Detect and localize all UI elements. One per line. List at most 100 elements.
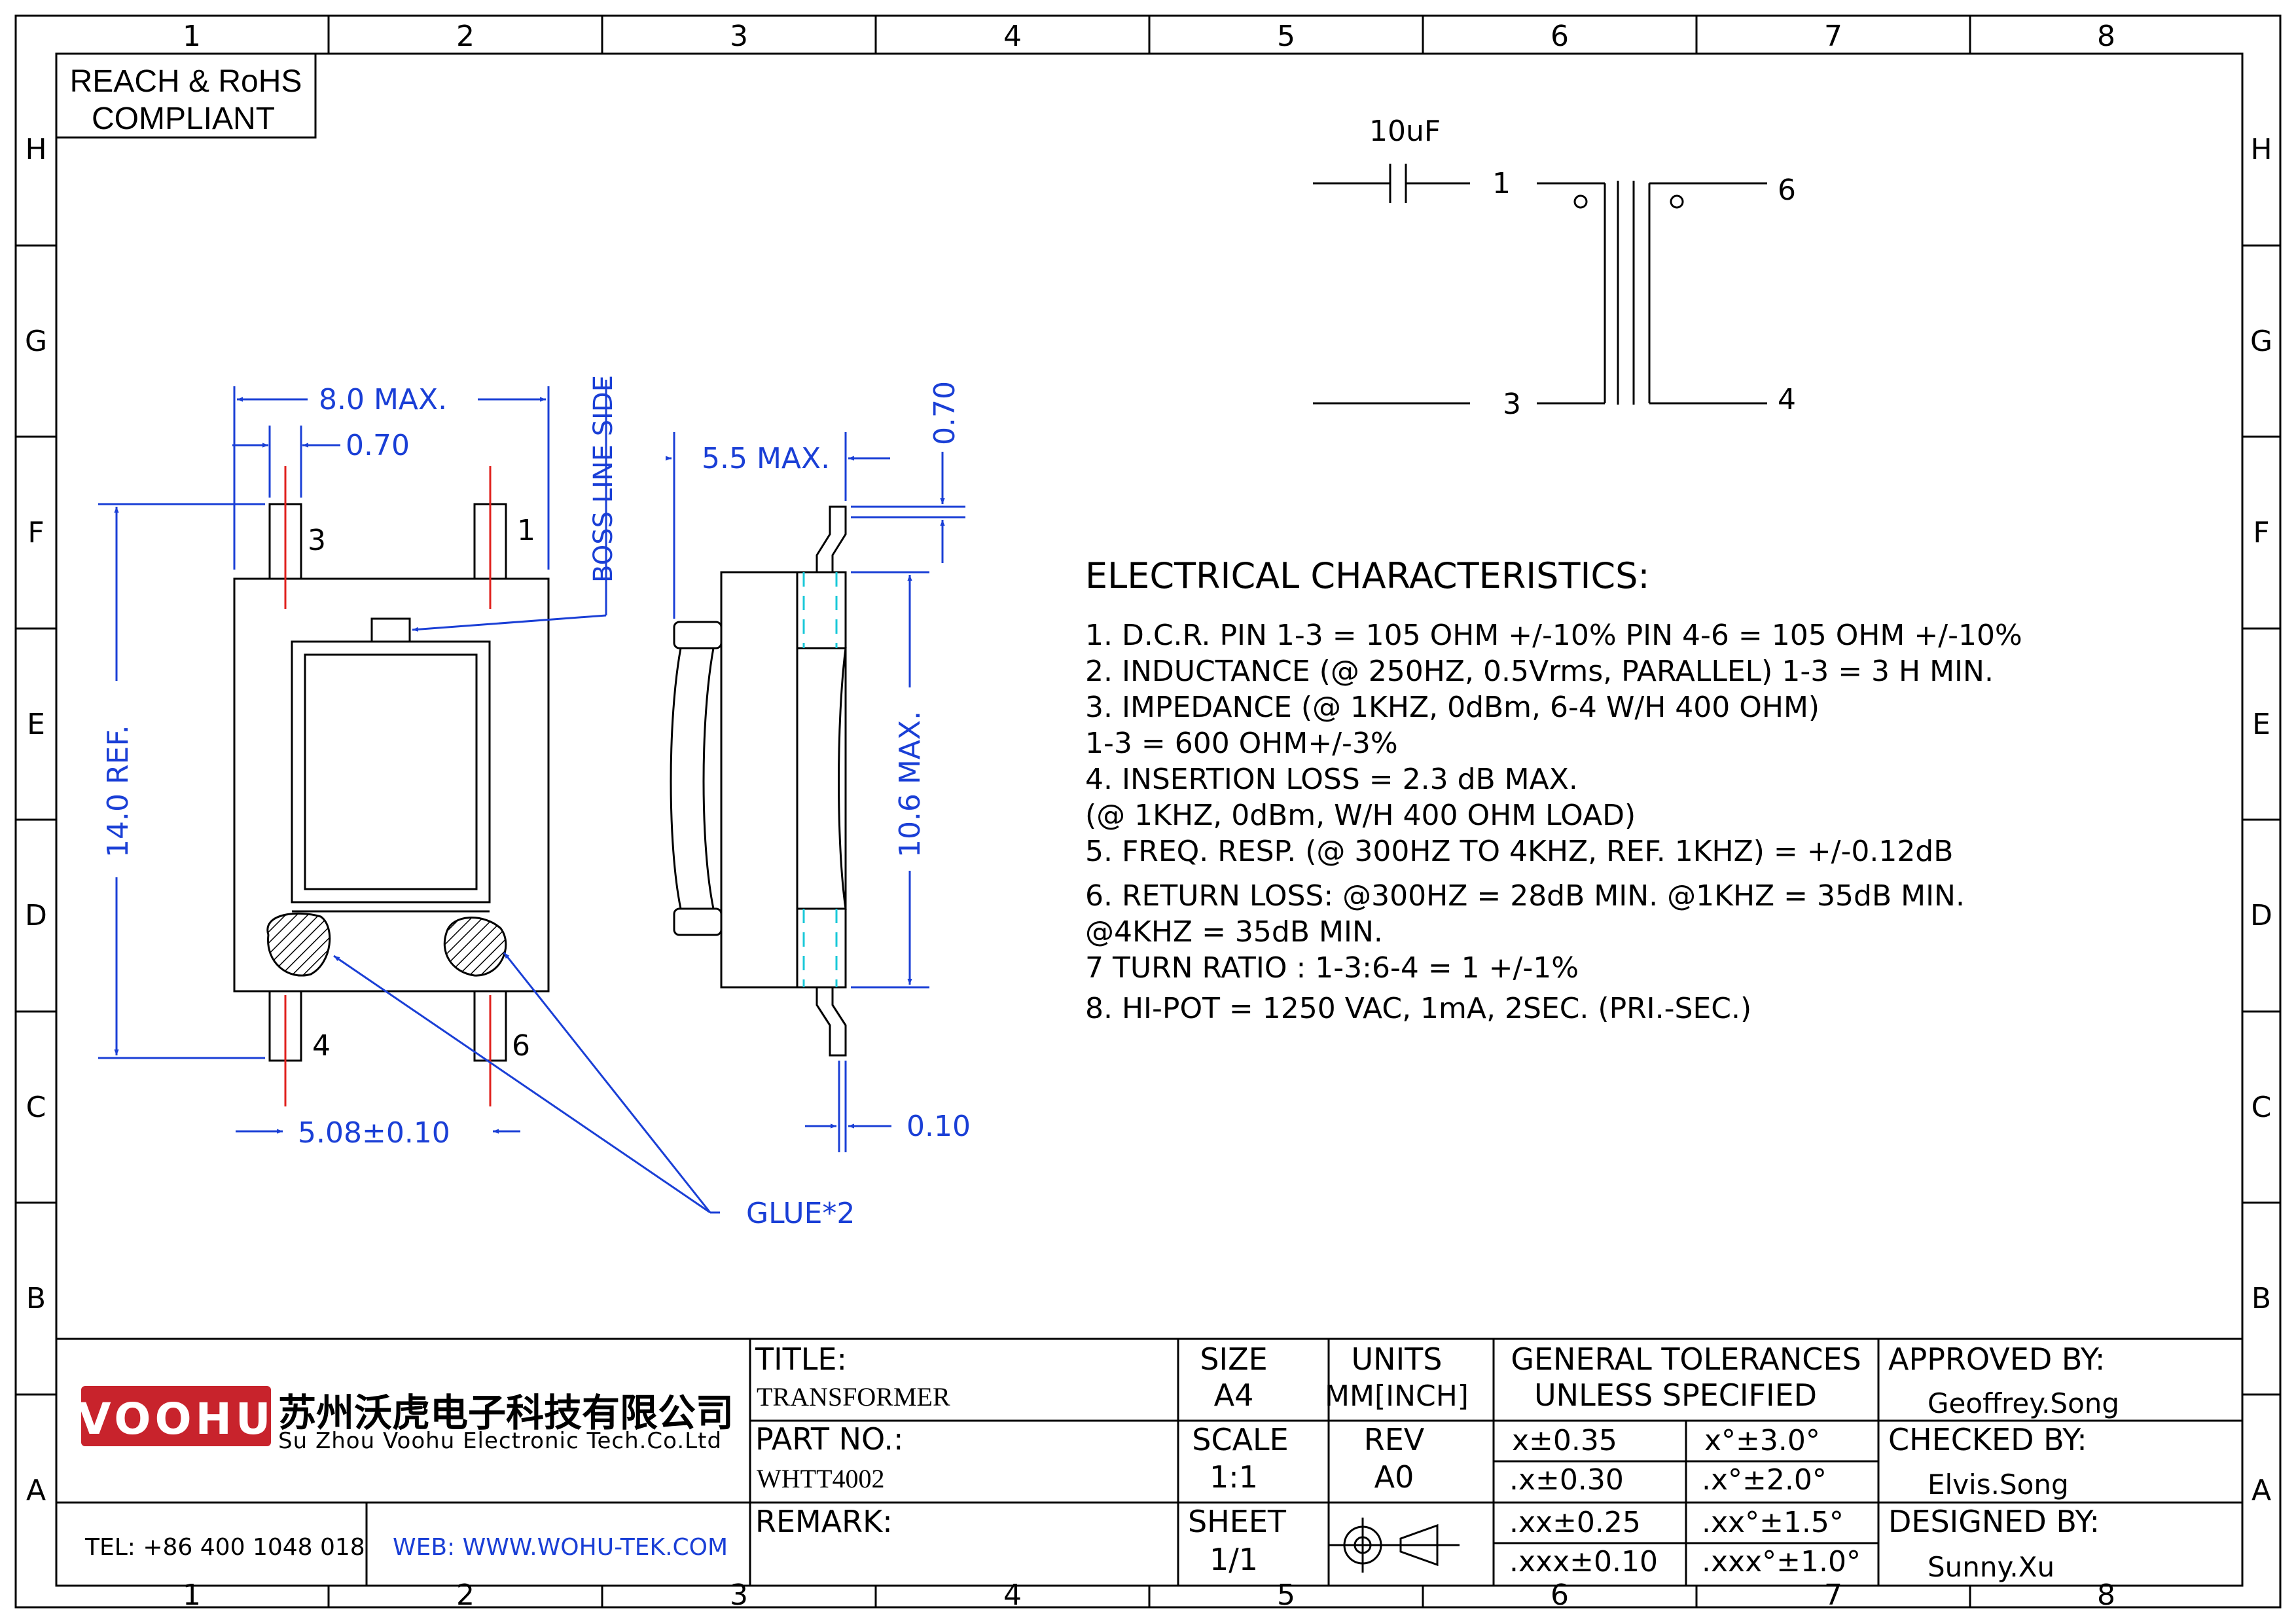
glue-dots	[266, 912, 507, 977]
schematic-pin-3: 3	[1503, 388, 1521, 421]
side-view-hidden-lines	[802, 572, 838, 987]
col-label-bottom-4: 4	[1003, 1578, 1022, 1612]
spec-line-2: 2. INDUCTANCE (@ 250HZ, 0.5Vrms, PARALLE…	[1085, 655, 1994, 688]
schematic-labels: 10uF 1 3 6 4	[1369, 115, 1796, 421]
projection-symbol	[1329, 1518, 1460, 1573]
tolerance-heading-2: UNLESS SPECIFIED	[1534, 1377, 1817, 1413]
glue-label: GLUE*2	[746, 1197, 855, 1230]
side-view	[670, 505, 847, 1057]
height-dim-label: 14.0 REF.	[101, 725, 135, 858]
side-height-dim-label: 10.6 MAX.	[893, 711, 927, 858]
company-name-en: Su Zhou Voohu Electronic Tech.Co.Ltd	[278, 1428, 722, 1454]
width-dim-label: 8.0 MAX.	[319, 383, 447, 416]
checked-by-value: Elvis.Song	[1928, 1468, 2069, 1501]
website: WEB: WWW.WOHU-TEK.COM	[393, 1534, 728, 1561]
units-label: UNITS	[1352, 1341, 1443, 1377]
capacitor-label: 10uF	[1369, 115, 1441, 148]
title-block	[56, 1338, 2242, 1586]
tol-linear-1: .x±0.30	[1509, 1463, 1624, 1497]
tolerance-heading-1: GENERAL TOLERANCES	[1511, 1341, 1861, 1377]
front-pin-4: 4	[312, 1029, 331, 1063]
telephone: TEL: +86 400 1048 018	[84, 1534, 365, 1561]
spec-line-7: 5. FREQ. RESP. (@ 300HZ TO 4KHZ, REF. 1K…	[1085, 835, 1953, 868]
col-label-top-5: 5	[1277, 20, 1295, 53]
spec-line-10: 7 TURN RATIO : 1-3:6-4 = 1 +/-1%	[1085, 951, 1579, 985]
part-no-label: PART NO.:	[755, 1421, 903, 1457]
checked-by-label: CHECKED BY:	[1888, 1422, 2087, 1457]
compliance-line-2: COMPLIANT	[92, 101, 275, 136]
col-label-top-7: 7	[1824, 20, 1842, 53]
approved-by-label: APPROVED BY:	[1888, 1341, 2105, 1377]
boss-line-side-label: BOSS LINE SIDE	[588, 375, 619, 583]
side-width-dim-label: 5.5 MAX.	[702, 442, 830, 475]
scale-label: SCALE	[1192, 1422, 1288, 1457]
schematic-pin-1: 1	[1492, 167, 1511, 200]
side-view-dimensions	[666, 432, 965, 1152]
col-label-bottom-7: 7	[1824, 1578, 1842, 1612]
spec-line-11: 8. HI-POT = 1250 VAC, 1mA, 2SEC. (PRI.-S…	[1085, 992, 1751, 1025]
tol-angular-2: .xx°±1.5°	[1702, 1506, 1844, 1539]
company-logo: VOOHU	[78, 1386, 275, 1446]
logo-text: VOOHU	[78, 1394, 275, 1444]
tol-angular-0: x°±3.0°	[1704, 1424, 1820, 1457]
glue-dot-left	[266, 912, 331, 977]
col-label-bottom-8: 8	[2097, 1578, 2115, 1612]
approved-by-value: Geoffrey.Song	[1928, 1387, 2119, 1419]
row-label-left-G: G	[25, 325, 47, 358]
front-view-labels: 8.0 MAX. 0.70 14.0 REF. 5.08±0.10 BOSS L…	[101, 375, 855, 1230]
row-label-right-D: D	[2250, 899, 2272, 932]
spec-line-6: (@ 1KHZ, 0dBm, W/H 400 OHM LOAD)	[1085, 799, 1636, 832]
schematic-pin-6: 6	[1778, 173, 1796, 207]
size-label: SIZE	[1200, 1341, 1267, 1377]
pin-width-dim-label: 0.70	[346, 429, 410, 462]
tol-linear-3: .xxx±0.10	[1509, 1545, 1658, 1578]
front-view	[233, 503, 550, 1062]
size-value: A4	[1214, 1377, 1254, 1413]
sheet-value: 1/1	[1210, 1542, 1258, 1577]
zone-labels: 1 2 3 4 5 6 7 8 1 2 3 4 5 6 7 8 H G F E …	[25, 20, 2272, 1612]
row-label-left-H: H	[25, 133, 46, 166]
lead-thickness-dim-label: 0.70	[928, 381, 961, 445]
col-label-top-1: 1	[183, 20, 201, 53]
col-label-top-8: 8	[2097, 20, 2115, 53]
col-label-top-6: 6	[1551, 20, 1569, 53]
row-label-left-F: F	[27, 516, 44, 549]
rev-label: REV	[1364, 1422, 1425, 1457]
row-label-right-B: B	[2251, 1282, 2271, 1315]
designed-by-value: Sunny.Xu	[1928, 1551, 2054, 1583]
col-label-bottom-2: 2	[456, 1578, 475, 1612]
row-label-right-G: G	[2250, 325, 2272, 358]
spec-line-1: 1. D.C.R. PIN 1-3 = 105 OHM +/-10% PIN 4…	[1085, 619, 2022, 652]
units-value: MM[INCH]	[1325, 1379, 1469, 1413]
col-label-top-4: 4	[1003, 20, 1022, 53]
row-label-left-B: B	[26, 1282, 46, 1315]
rev-value: A0	[1374, 1459, 1414, 1495]
front-view-dimensions	[98, 380, 720, 1214]
company-name-cn: 苏州沃虎电子科技有限公司	[278, 1391, 734, 1435]
front-pin-1: 1	[517, 514, 535, 547]
tol-linear-0: x±0.35	[1512, 1424, 1617, 1457]
transformer-schematic	[1313, 164, 1767, 405]
electrical-characteristics: ELECTRICAL CHARACTERISTICS: 1. D.C.R. PI…	[1085, 555, 2022, 1025]
side-view-labels: 5.5 MAX. 0.70 10.6 MAX. 0.10	[702, 381, 971, 1143]
front-view-centerlines	[284, 466, 492, 1106]
sheet-label: SHEET	[1188, 1504, 1287, 1539]
col-label-bottom-6: 6	[1551, 1578, 1569, 1612]
col-label-bottom-5: 5	[1277, 1578, 1295, 1612]
tol-linear-2: .xx±0.25	[1509, 1506, 1641, 1539]
compliance-box: REACH & RoHS COMPLIANT	[55, 52, 317, 139]
row-label-left-A: A	[26, 1474, 46, 1507]
row-label-left-E: E	[27, 708, 45, 741]
pitch-dim-label: 5.08±0.10	[298, 1116, 450, 1150]
row-label-right-C: C	[2251, 1091, 2272, 1124]
scale-value: 1:1	[1210, 1459, 1258, 1495]
tol-angular-1: .x°±2.0°	[1702, 1463, 1827, 1497]
zone-ticks	[16, 16, 2280, 1607]
col-label-bottom-1: 1	[183, 1578, 201, 1612]
row-label-left-D: D	[25, 899, 47, 932]
col-label-top-2: 2	[456, 20, 475, 53]
title-value: TRANSFORMER	[757, 1382, 950, 1412]
remark-label: REMARK:	[755, 1504, 893, 1539]
part-no-value: WHTT4002	[757, 1464, 885, 1493]
